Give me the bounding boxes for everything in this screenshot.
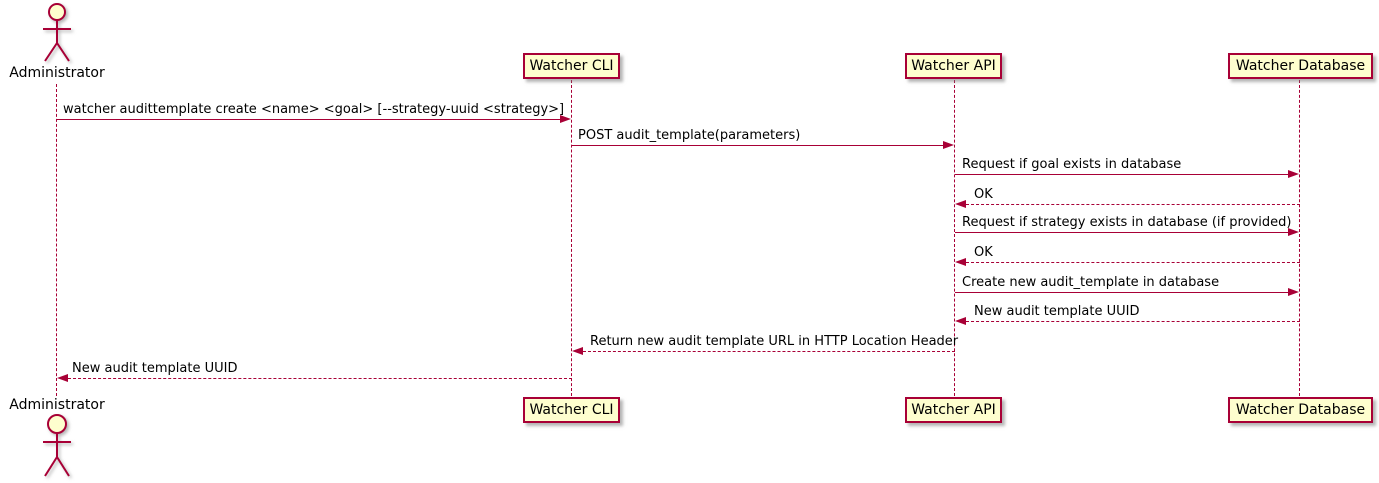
actor-icon xyxy=(35,412,79,483)
message-label: Request if goal exists in database xyxy=(962,157,1182,172)
message-label: Request if strategy exists in database (… xyxy=(962,215,1292,230)
message-label: watcher audittemplate create <name> <goa… xyxy=(63,102,565,117)
arrowhead-left-icon xyxy=(57,374,68,382)
participant-box-watcher-cli-top: Watcher CLI xyxy=(523,53,620,79)
arrowhead-right-icon xyxy=(1288,288,1299,296)
message-label: New audit template UUID xyxy=(72,361,238,376)
message-line xyxy=(955,232,1289,233)
message-line xyxy=(966,262,1300,263)
message-label: Return new audit template URL in HTTP Lo… xyxy=(590,334,959,349)
message-line xyxy=(68,378,572,379)
arrowhead-left-icon xyxy=(955,258,966,266)
message-line xyxy=(966,204,1300,205)
lifeline-watcher-database xyxy=(1299,80,1300,396)
participant-box-watcher-database-bottom: Watcher Database xyxy=(1228,397,1373,423)
participant-box-watcher-database-top: Watcher Database xyxy=(1228,53,1373,79)
arrowhead-right-icon xyxy=(560,115,571,123)
lifeline-administrator xyxy=(56,84,57,396)
message-line xyxy=(583,351,955,352)
message-line xyxy=(57,119,561,120)
arrowhead-right-icon xyxy=(943,141,954,149)
message-line xyxy=(966,321,1300,322)
message-label: OK xyxy=(974,187,993,202)
arrowhead-right-icon xyxy=(1288,170,1299,178)
message-label: Create new audit_template in database xyxy=(962,275,1220,290)
participant-box-watcher-api-bottom: Watcher API xyxy=(905,397,1002,423)
lifeline-watcher-cli xyxy=(571,80,572,396)
message-line xyxy=(955,174,1289,175)
participant-box-watcher-cli-bottom: Watcher CLI xyxy=(523,397,620,423)
arrowhead-left-icon xyxy=(955,200,966,208)
actor-icon xyxy=(35,2,79,68)
message-label: OK xyxy=(974,245,993,260)
message-line xyxy=(572,145,944,146)
lifeline-watcher-api xyxy=(954,80,955,396)
arrowhead-left-icon xyxy=(955,317,966,325)
message-label: POST audit_template(parameters) xyxy=(578,128,801,143)
arrowhead-left-icon xyxy=(572,347,583,355)
actor-label-administrator-top: Administrator xyxy=(9,65,105,81)
actor-label-administrator-bottom: Administrator xyxy=(9,397,105,413)
message-line xyxy=(955,292,1289,293)
arrowhead-right-icon xyxy=(1288,228,1299,236)
message-label: New audit template UUID xyxy=(974,304,1140,319)
participant-box-watcher-api-top: Watcher API xyxy=(905,53,1002,79)
